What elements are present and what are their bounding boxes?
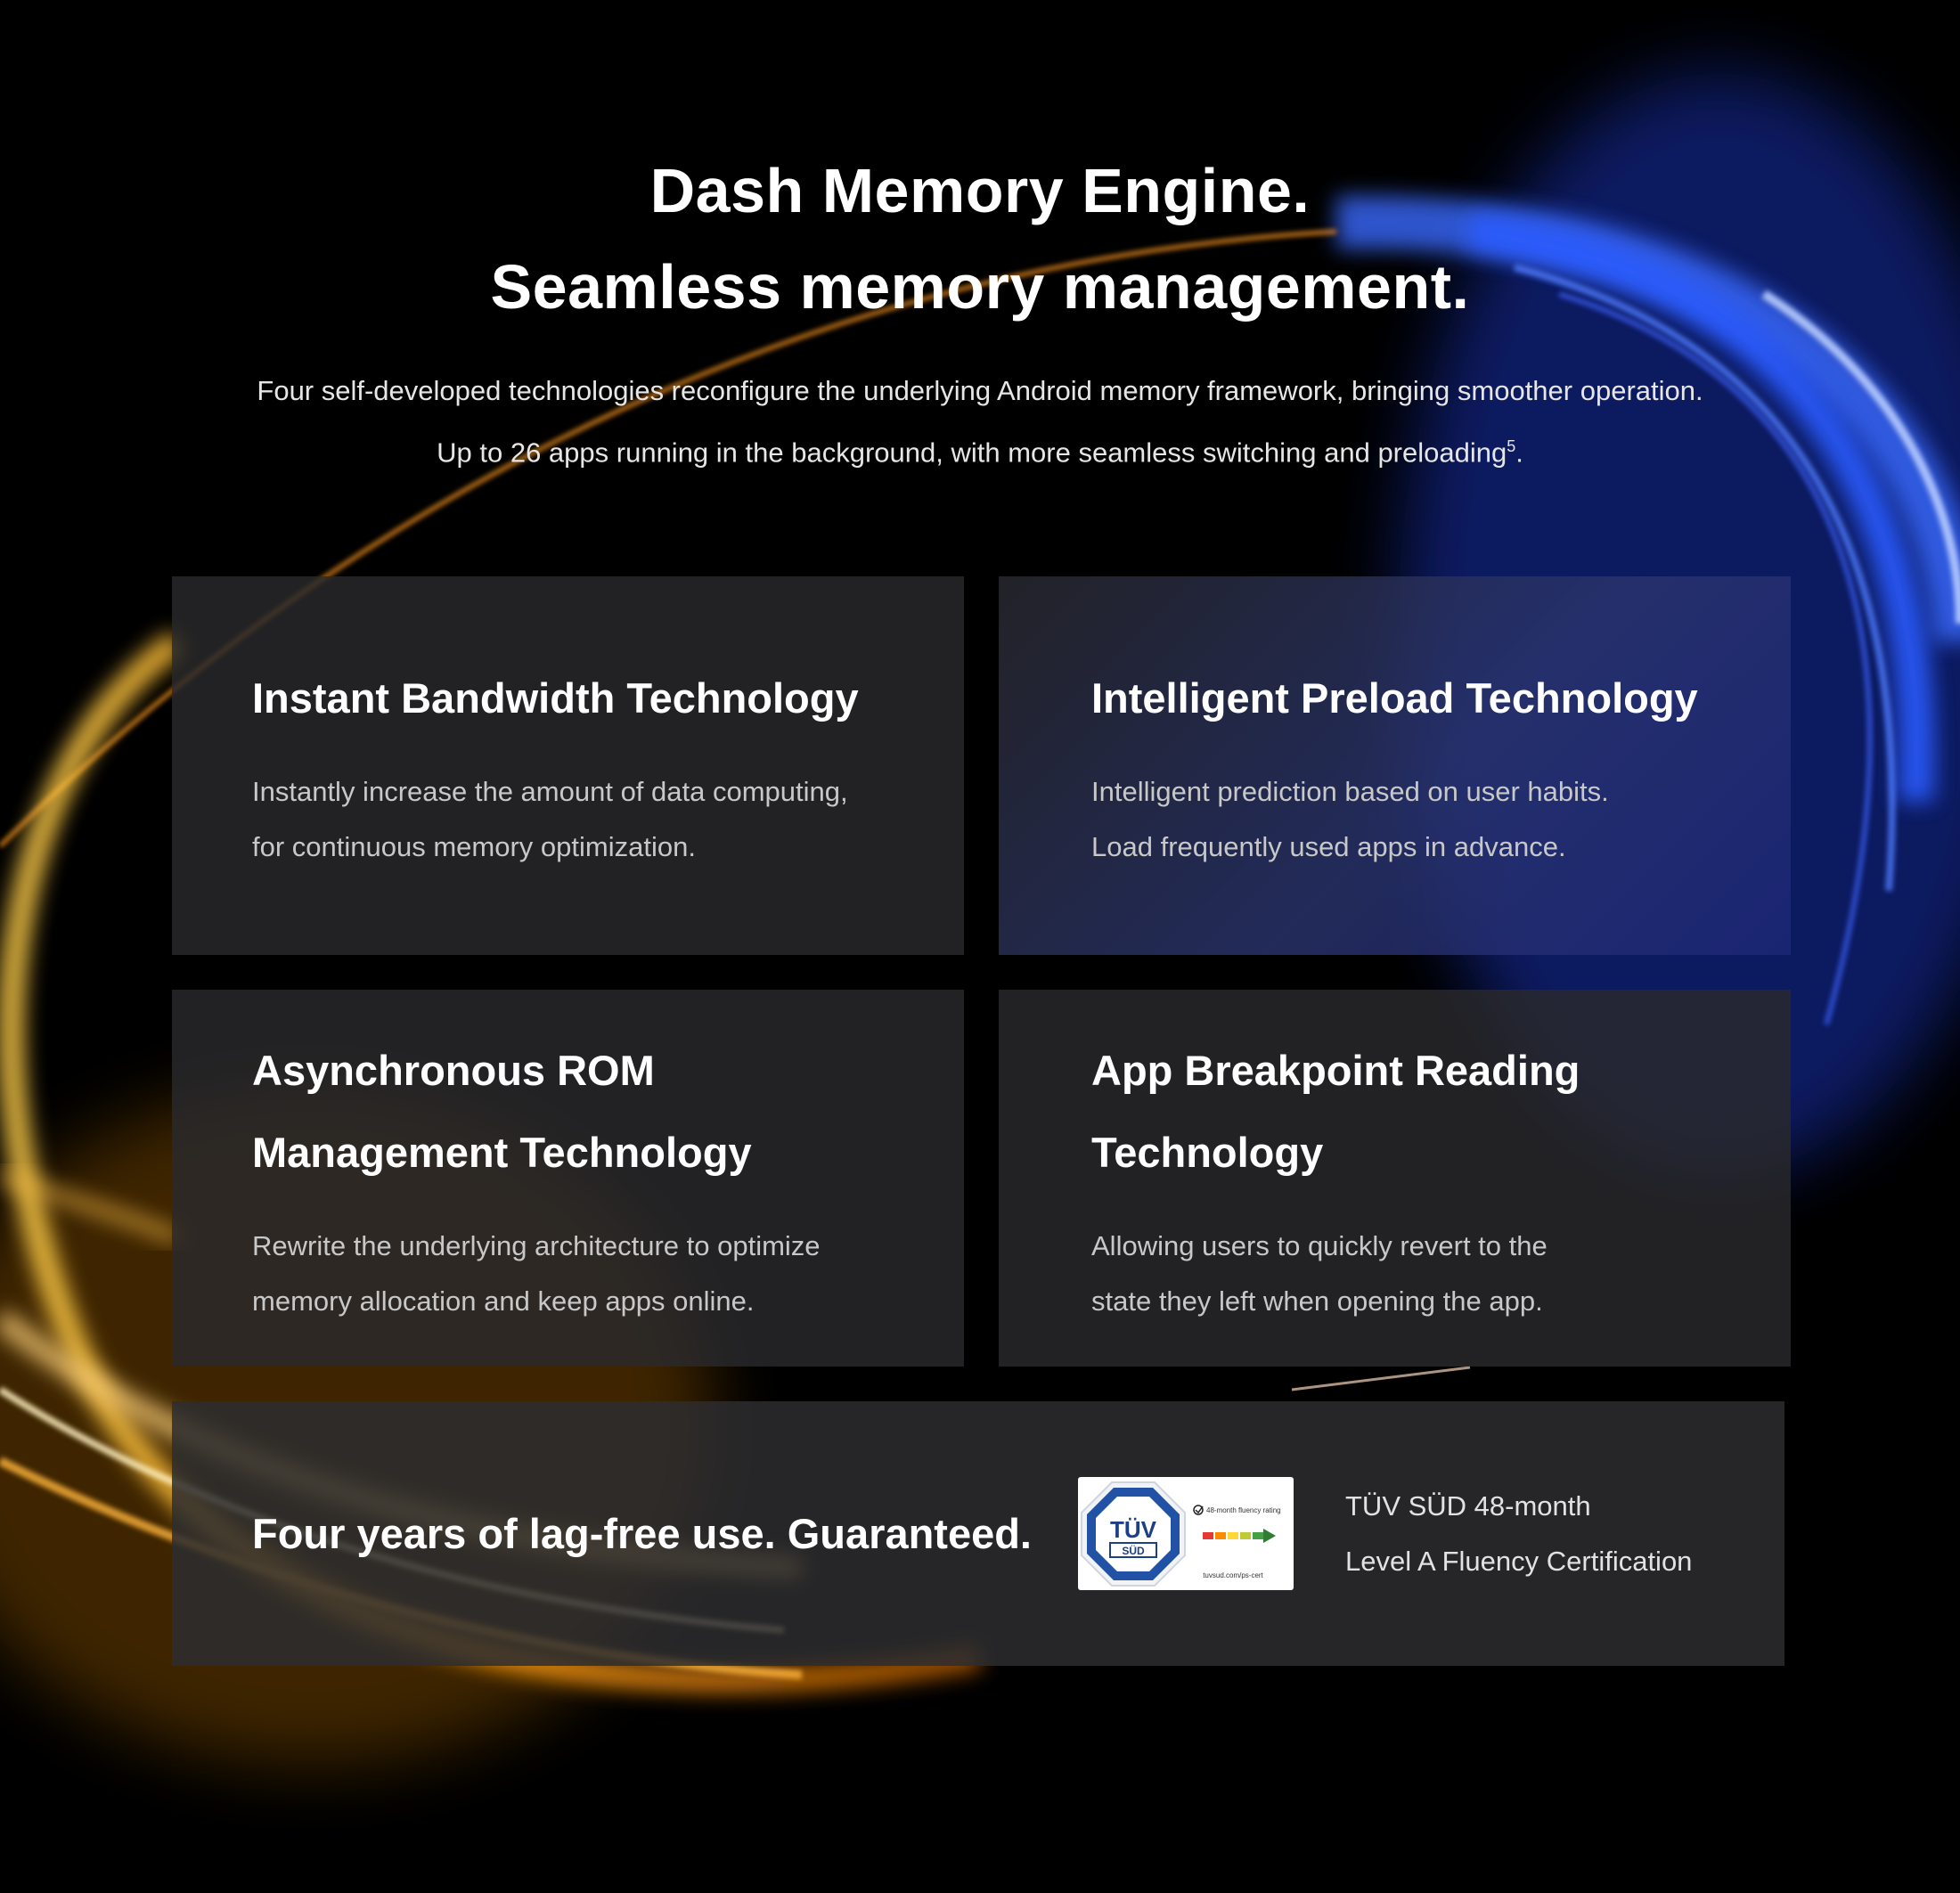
tuv-sud-certification-badge: TÜV SÜD 48-month fluency rating tuvsud.c… [1078,1477,1294,1590]
title-line-1: Dash Memory Engine. [649,156,1311,225]
badge-sub-text: SÜD [1122,1544,1145,1557]
guarantee-title: Four years of lag-free use. Guaranteed. [252,1510,1032,1557]
card-description: Instantly increase the amount of data co… [252,764,928,875]
card-title-line: Intelligent Preload Technology [1091,674,1698,722]
card-description-line: Rewrite the underlying architecture to o… [252,1230,821,1261]
badge-rating-text: 48-month fluency rating [1206,1506,1281,1514]
card-description: Intelligent prediction based on user hab… [1091,764,1755,875]
card-description-line: state they left when opening the app. [1091,1285,1543,1317]
tuv-sud-logo-icon: TÜV SÜD 48-month fluency rating tuvsud.c… [1081,1481,1281,1587]
card-title-line: Instant Bandwidth Technology [252,674,859,722]
card-description: Rewrite the underlying architecture to o… [252,1219,928,1329]
intro-text: Four self-developed technologies reconfi… [257,375,1703,469]
footnote-marker: 5 [1507,437,1516,455]
title-line-2: Seamless memory management. [490,252,1470,322]
card-description-line: memory allocation and keep apps online. [252,1285,755,1317]
card-description-line: Allowing users to quickly revert to the [1091,1230,1548,1261]
badge-mark-text: TÜV [1110,1516,1157,1543]
cert-line-2: Level A Fluency Certification [1345,1546,1693,1577]
card-title-line: App Breakpoint Reading [1091,1047,1580,1094]
card-title-line: Asynchronous ROM [252,1047,655,1094]
card-description-line: Load frequently used apps in advance. [1091,831,1566,862]
card-description: Allowing users to quickly revert to the s… [1091,1219,1755,1329]
intro-paragraph: Four self-developed technologies reconfi… [249,363,1711,480]
cert-line-1: TÜV SÜD 48-month [1345,1490,1591,1522]
card-title-line: Management Technology [252,1129,752,1176]
card-title: Instant Bandwidth Technology [252,657,928,739]
certification-text: TÜV SÜD 48-month Level A Fluency Certifi… [1345,1479,1755,1589]
card-description-line: Intelligent prediction based on user hab… [1091,776,1609,807]
card-title: Intelligent Preload Technology [1091,657,1755,739]
page-title: Dash Memory Engine. Seamless memory mana… [0,143,1960,335]
intro-end: . [1515,437,1523,469]
card-description-line: Instantly increase the amount of data co… [252,776,848,807]
card-description-line: for continuous memory optimization. [252,831,696,862]
badge-url-text: tuvsud.com/ps-cert [1203,1571,1263,1579]
guarantee-banner: Four years of lag-free use. Guaranteed. … [172,1401,1784,1666]
card-title-line: Technology [1091,1129,1324,1176]
card-title: Asynchronous ROM Management Technology [252,1030,928,1194]
